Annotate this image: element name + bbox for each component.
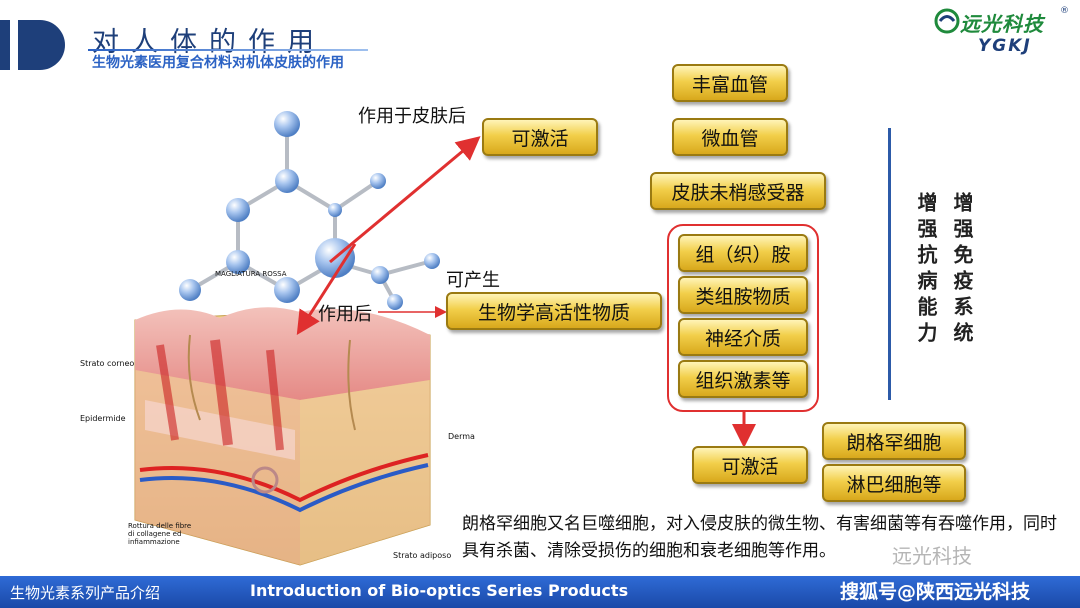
brand-name: 远光科技 xyxy=(960,12,1044,36)
label-derma: Derma xyxy=(448,432,475,441)
box-langerhans-cells: 朗格罕细胞 xyxy=(822,422,966,460)
effects-divider xyxy=(888,128,891,400)
label-after-skin: 作用于皮肤后 xyxy=(358,106,466,127)
box-histamine: 组（织）胺 xyxy=(678,234,808,272)
box-activatable-bottom: 可激活 xyxy=(692,446,808,484)
box-neurotransmitter: 神经介质 xyxy=(678,318,808,356)
footer-left-text: 生物光素系列产品介绍 xyxy=(10,584,161,602)
page-subtitle: 生物光素医用复合材料对机体皮肤的作用 xyxy=(92,55,344,71)
label-can-produce: 可产生 xyxy=(446,270,500,291)
substances-frame xyxy=(667,224,819,412)
brand-swirl-icon xyxy=(934,8,960,34)
box-microvessels: 微血管 xyxy=(672,118,788,156)
watermark: 远光科技 xyxy=(892,544,972,568)
box-rich-blood-vessels: 丰富血管 xyxy=(672,64,788,102)
footer-bar xyxy=(0,576,1080,608)
label-rottura: Rottura delle fibre di collagene ed infi… xyxy=(128,522,192,546)
label-strato-corneo: Strato corneo xyxy=(80,359,135,368)
arrow-to-skin xyxy=(296,243,357,336)
arrow-to-activatable xyxy=(329,136,481,264)
brand-logo: 远光科技 ® YGKJ xyxy=(934,6,1074,62)
effect-disease-resistance: 增强抗病能力 xyxy=(914,192,938,348)
effect-immune-system: 增强免疫系统 xyxy=(950,192,974,348)
box-lymphocytes: 淋巴细胞等 xyxy=(822,464,966,502)
label-strato-adiposo: Strato adiposo xyxy=(393,551,452,560)
brand-reg-mark: ® xyxy=(1060,6,1069,16)
box-activatable-top: 可激活 xyxy=(482,118,598,156)
box-bioactive-substance: 生物学高活性物质 xyxy=(446,292,662,330)
label-epidermide: Epidermide xyxy=(80,414,126,423)
header-logo-mark xyxy=(0,20,65,70)
label-magliatura: MAGLIATURA ROSSA xyxy=(215,270,287,278)
brand-abbr: YGKJ xyxy=(978,36,1032,56)
box-skin-receptors: 皮肤未梢感受器 xyxy=(650,172,826,210)
header-rule xyxy=(88,49,368,51)
box-tissue-hormones: 组织激素等 xyxy=(678,360,808,398)
footer-source: 搜狐号@陕西远光科技 xyxy=(840,581,1031,603)
page-title: 对人体的作用 xyxy=(92,27,326,58)
description-text: 朗格罕细胞又名巨噬细胞，对入侵皮肤的微生物、有害细菌等有吞噬作用，同时具有杀菌、… xyxy=(462,514,1057,561)
box-histamine-like: 类组胺物质 xyxy=(678,276,808,314)
label-after-action: 作用后 xyxy=(318,304,372,325)
skin-cross-section xyxy=(134,307,431,566)
molecule-atoms xyxy=(179,111,440,310)
footer-right-text: Introduction of Bio-optics Series Produc… xyxy=(250,581,629,600)
